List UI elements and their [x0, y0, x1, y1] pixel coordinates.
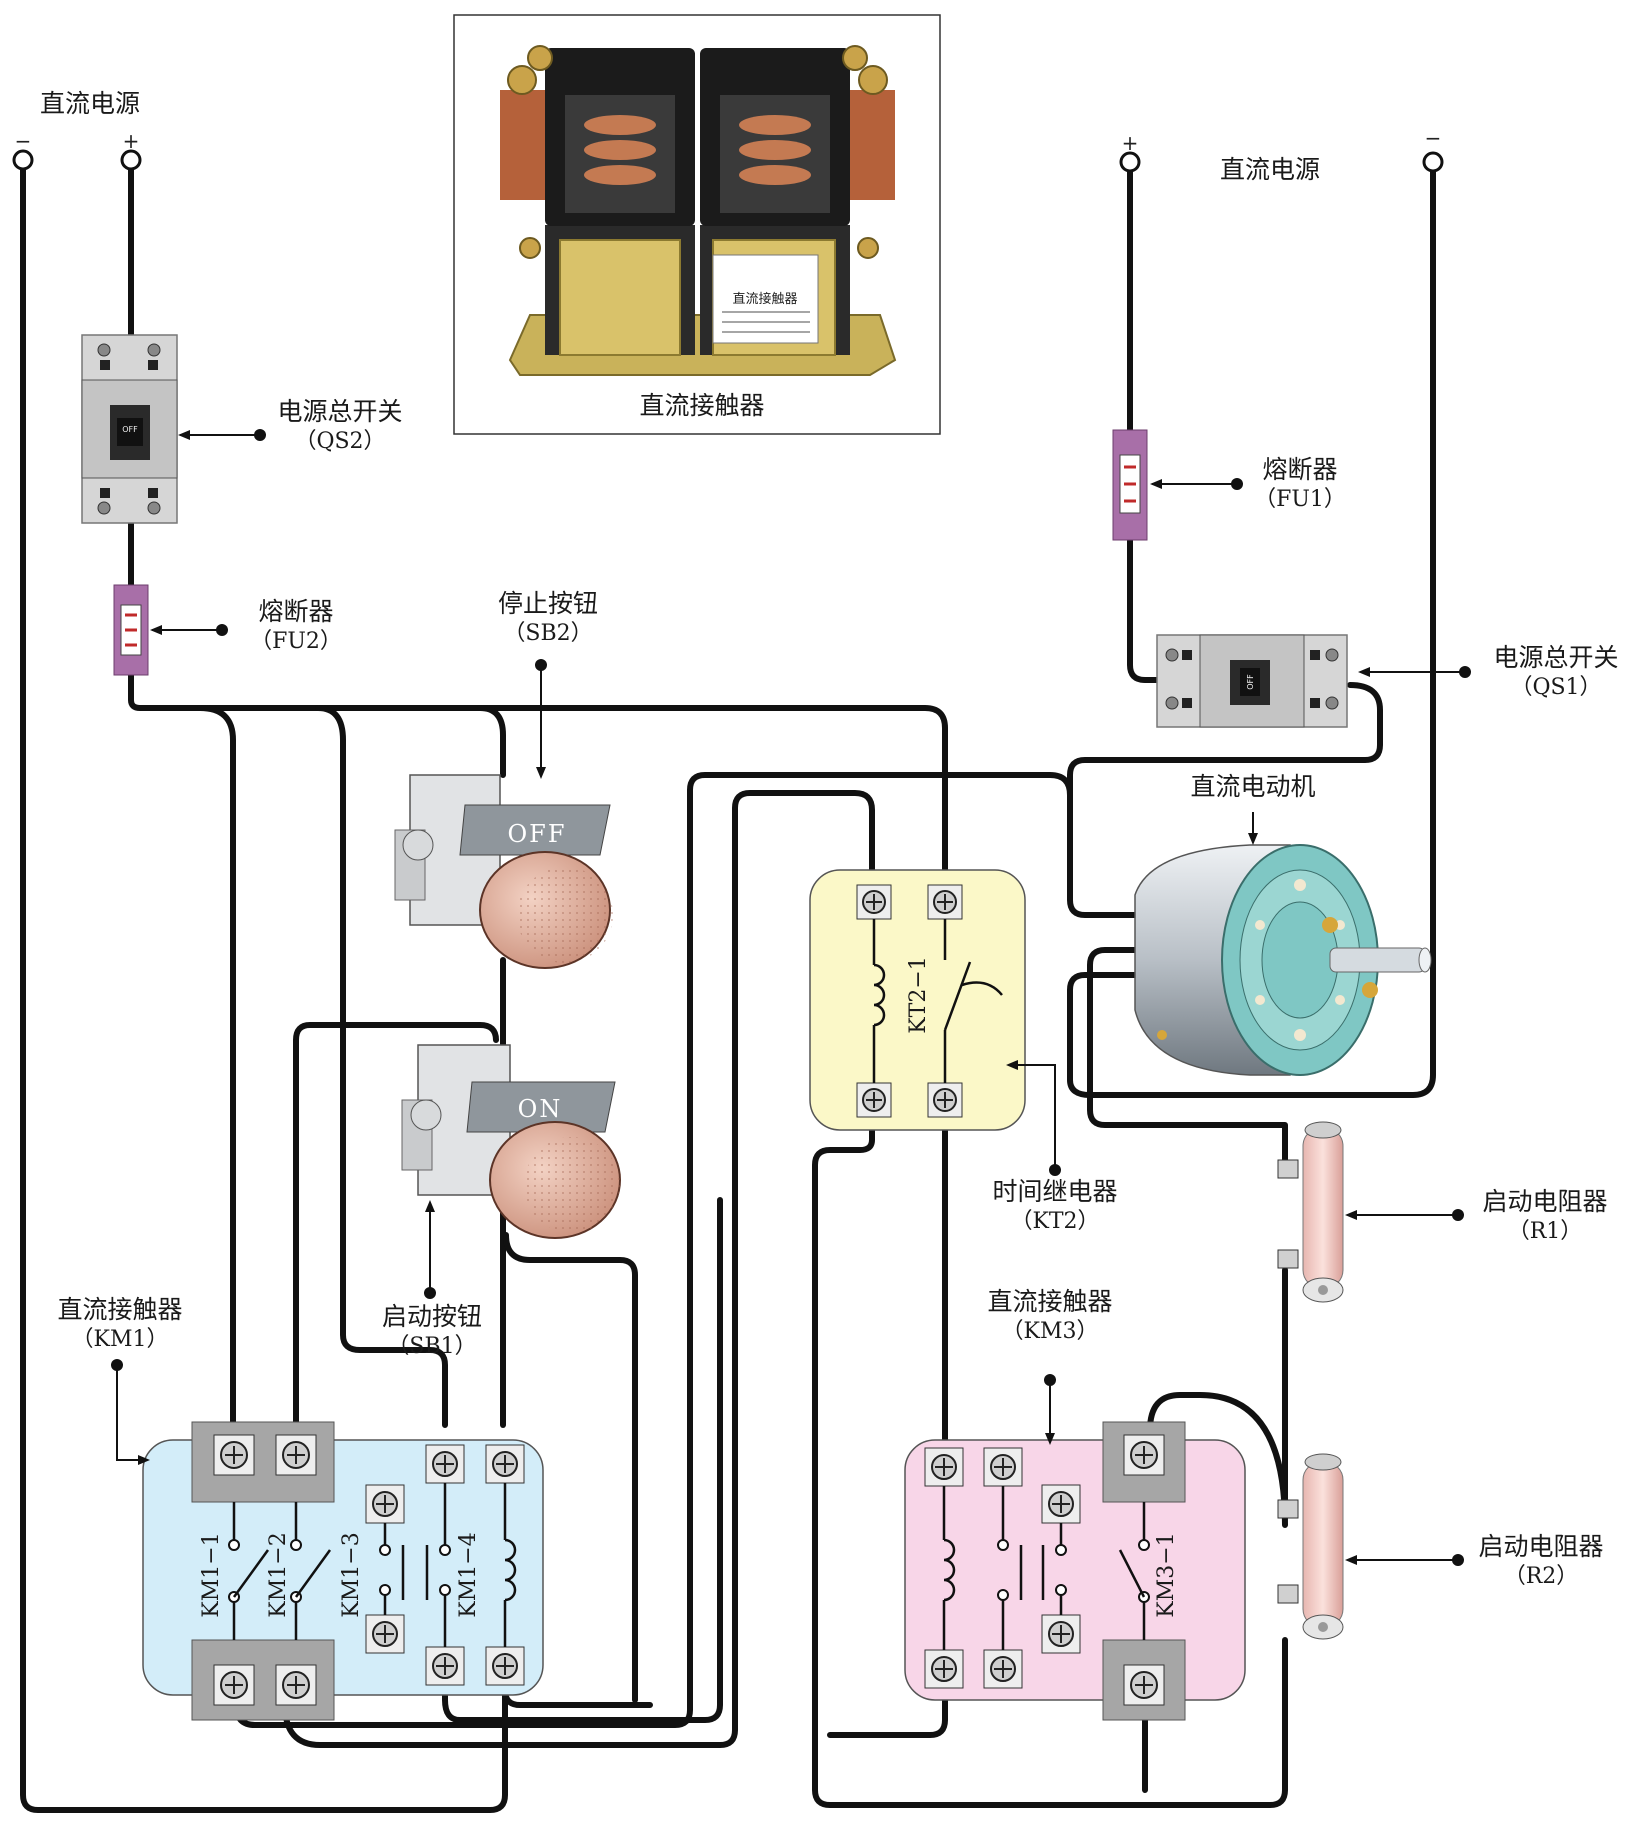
qs1-state: OFF — [1246, 674, 1255, 690]
wire-bus-km1-1 — [197, 705, 236, 1428]
qs1-breaker: OFF 电源总开关 （QS1） — [1156, 634, 1619, 728]
qs2-code: （QS2） — [294, 429, 385, 454]
sb2-cap-text: OFF — [508, 820, 567, 848]
wire-r2-km3 — [1147, 1392, 1288, 1528]
right-power-source: 直流电源 + − — [1119, 126, 1444, 184]
wire-km3-bottom — [827, 1667, 948, 1738]
wire-left-minus — [20, 157, 508, 1813]
r2-name: 启动电阻器 — [1478, 1532, 1603, 1561]
qs2-state: OFF — [122, 425, 138, 434]
right-minus-terminal — [1422, 151, 1444, 173]
fu1-name: 熔断器 — [1262, 455, 1337, 484]
sb1-start-button: ON 启动按钮 （SB1） — [382, 1044, 621, 1359]
kt2-code: （KT2） — [1010, 1209, 1099, 1234]
left-plus-sign: + — [123, 129, 140, 153]
left-power-title: 直流电源 — [40, 89, 140, 118]
km3-code: （KM3） — [1002, 1319, 1099, 1344]
wire-right-minus — [1067, 162, 1436, 1098]
wire-sb1-lower — [503, 1232, 638, 1703]
km1-contactor: KM1−1 KM1−2 KM1−3 KM1−4 直流接触器 （KM1） — [57, 1295, 544, 1721]
km1-contact-2: KM1−2 — [266, 1532, 291, 1617]
fu1-code: （FU1） — [1254, 487, 1346, 512]
r2-code: （R2） — [1504, 1564, 1579, 1589]
sb2-name: 停止按钮 — [498, 589, 598, 618]
qs2-breaker: OFF 电源总开关 （QS2） — [81, 334, 403, 524]
wires — [20, 157, 1436, 1813]
wire-bus-km1-3 — [315, 705, 448, 1428]
wire-r2-bottom — [1107, 1637, 1288, 1808]
wire-bus-sb2 — [477, 705, 506, 778]
wire-km1-kt2-b — [282, 790, 875, 1748]
qs1-name: 电源总开关 — [1493, 643, 1618, 672]
fu1-fuse: 熔断器 （FU1） — [1112, 429, 1346, 541]
km3-contact-label: KM3−1 — [1154, 1532, 1179, 1617]
contactor-photo: 直流接触器 直流接触器 — [453, 14, 941, 435]
motor-name: 直流电动机 — [1190, 772, 1315, 801]
sb1-name: 启动按钮 — [382, 1302, 482, 1331]
right-plus-sign: + — [1122, 131, 1139, 155]
r1-name: 启动电阻器 — [1482, 1187, 1607, 1216]
left-plus-terminal — [120, 149, 142, 171]
right-plus-terminal — [1119, 151, 1141, 173]
fu2-name: 熔断器 — [258, 597, 333, 626]
left-power-source: 直流电源 − + — [12, 89, 142, 171]
km1-code: （KM1） — [72, 1327, 169, 1352]
wire-fu2-bus — [128, 667, 948, 1103]
nameplate-title: 直流接触器 — [732, 291, 797, 307]
kt2-contact-label: KT2−1 — [906, 956, 931, 1034]
km1-contact-4: KM1−4 — [456, 1532, 481, 1617]
sb2-stop-button: OFF 停止按钮 （SB2） — [394, 589, 613, 969]
qs1-code: （QS1） — [1510, 675, 1601, 700]
kt2-time-relay: KT2−1 时间继电器 （KT2） — [809, 869, 1118, 1234]
km1-name: 直流接触器 — [57, 1295, 182, 1324]
fu2-fuse: 熔断器 （FU2） — [113, 584, 342, 676]
wire-fu1-qs1 — [1127, 537, 1163, 683]
r1-code: （R1） — [1508, 1219, 1583, 1244]
left-minus-sign: − — [15, 129, 32, 153]
wire-kt2-coil-km3 — [812, 1117, 1113, 1808]
right-minus-sign: − — [1425, 126, 1442, 150]
sb2-code: （SB2） — [503, 621, 592, 646]
kt2-name: 时间继电器 — [992, 1177, 1117, 1206]
r1-resistor: 启动电阻器 （R1） — [1277, 1121, 1608, 1303]
fu2-code: （FU2） — [250, 629, 342, 654]
km3-name: 直流接触器 — [987, 1287, 1112, 1316]
left-minus-terminal — [12, 149, 34, 171]
sb1-cap-text: ON — [518, 1095, 563, 1123]
right-power-title: 直流电源 — [1220, 155, 1320, 184]
wire-sb1-km1-2 — [293, 1022, 499, 1428]
km1-contact-3: KM1−3 — [339, 1532, 364, 1617]
sb1-code: （SB1） — [387, 1334, 476, 1359]
photo-caption: 直流接触器 — [639, 391, 764, 420]
r2-resistor: 启动电阻器 （R2） — [1277, 1453, 1604, 1640]
wire-motor-r1 — [1087, 947, 1288, 1163]
qs2-name: 电源总开关 — [277, 397, 402, 426]
km1-contact-1: KM1−1 — [199, 1532, 224, 1617]
wire-km1-4-loop — [442, 1197, 723, 1723]
wire-qs1-motor — [1067, 682, 1383, 918]
km3-contactor: KM3−1 直流接触器 （KM3） — [904, 1287, 1246, 1721]
wire-km1-kt2-a — [233, 772, 1073, 1728]
dc-motor: 直流电动机 — [1134, 772, 1432, 1076]
